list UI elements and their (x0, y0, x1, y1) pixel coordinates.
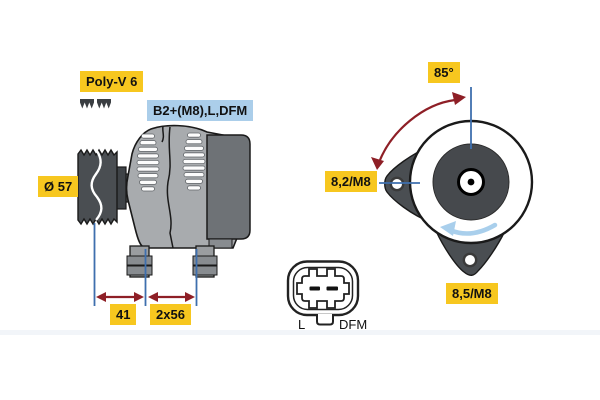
mounting-hole-left (389, 176, 405, 192)
pulley (77, 148, 118, 226)
hole-left-label: 8,2/M8 (325, 171, 377, 192)
belt-profile-icon (80, 99, 94, 109)
connector-keyway (296, 268, 350, 309)
angle-arc (371, 92, 466, 170)
divider (0, 330, 600, 335)
rotation-ccw-arrow-icon (440, 221, 498, 236)
vent-slots-rear (182, 132, 206, 191)
dimension-lines (93, 223, 198, 306)
housing-contour (166, 126, 174, 249)
dimension-2x56-label: 2x56 (150, 304, 191, 325)
dimension-arrows (96, 292, 195, 302)
dimension-41-label: 41 (110, 304, 137, 325)
belt-type-label: Poly-V 6 (80, 71, 144, 92)
connector-inner-outline (292, 266, 354, 311)
hole-bottom-label: 8,5/M8 (446, 283, 498, 304)
mounting-feet (126, 245, 218, 278)
pin-DFM (326, 286, 338, 291)
pulley-diameter-label: Ø 57 (38, 176, 79, 197)
rear-cover (206, 134, 251, 240)
connector-pin-dfm-label: DFM (339, 317, 368, 332)
belt-profile-icon (97, 99, 111, 109)
rear-cover-step (208, 238, 233, 249)
connector-tab (316, 314, 334, 326)
mounting-hole-bottom (462, 252, 478, 268)
shaft-dot (467, 178, 475, 186)
pin-L (309, 286, 320, 291)
vent-slots-front (136, 133, 160, 192)
housing-contour-2 (161, 125, 165, 143)
alternator-side-view (77, 99, 251, 306)
connector-pin-l-label: L (298, 317, 306, 332)
terminals-label: B2+(M8),L,DFM (147, 100, 254, 121)
mount-angle-label: 85° (428, 62, 460, 83)
break-line (90, 150, 103, 221)
connector-plug-diagram (286, 260, 360, 326)
alternator-rear-view (371, 87, 534, 276)
